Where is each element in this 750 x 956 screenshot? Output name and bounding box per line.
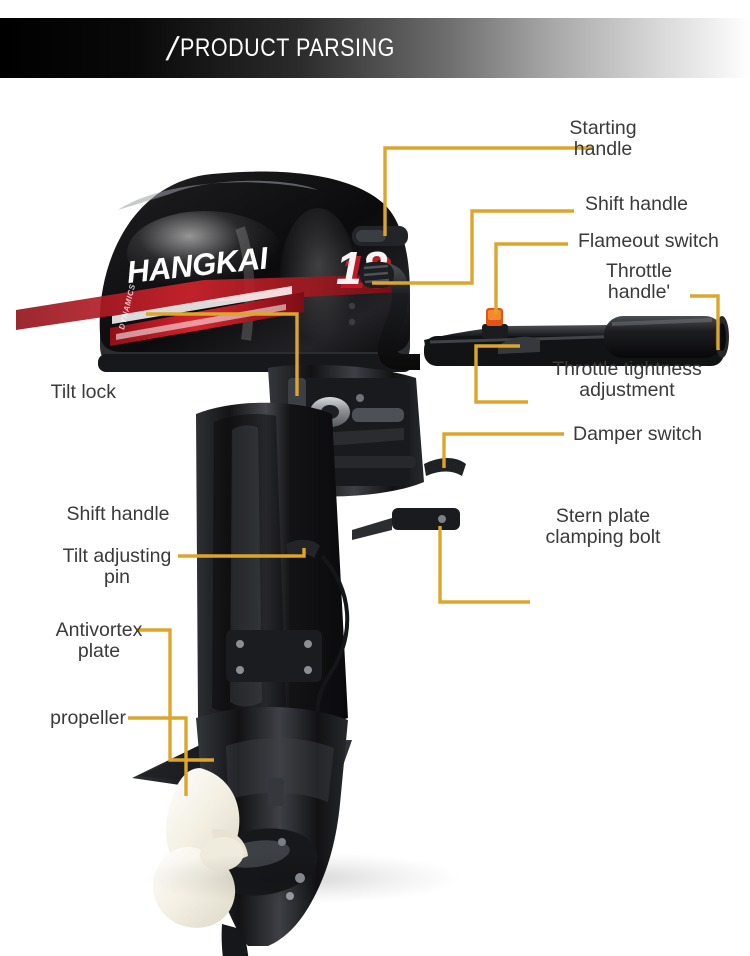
banner-title-group: / PRODUCT PARSING [164, 18, 430, 78]
callout-throttle-handle: Throttle handle' [605, 260, 673, 304]
callout-propeller: propeller [50, 707, 126, 729]
leader-stern-plate-bolt [438, 526, 530, 604]
leader-starting-handle [383, 146, 592, 236]
leader-tilt-lock [146, 312, 299, 396]
callout-antivortex-plate: Antivortex plate [55, 619, 143, 663]
throttle-grip [604, 316, 724, 358]
callout-starting-handle: Starting handle [569, 117, 637, 161]
leader-tilt-adjusting-pin [178, 548, 306, 558]
slash-accent-icon: / [164, 29, 182, 67]
callout-throttle-tightness: Throttle tightness adjustment [552, 358, 702, 402]
starting-handle-knob [352, 226, 408, 246]
shaft-access-plate [226, 630, 322, 682]
callout-leader-lines [128, 146, 720, 796]
callout-shift-handle-lower: Shift handle [66, 503, 170, 525]
product-diagram-stage: HANGKAI DYNAMICS 18 18 [0, 78, 750, 956]
callout-tilt-adjusting-pin: Tilt adjusting pin [62, 545, 172, 589]
outboard-motor-illustration: HANGKAI DYNAMICS 18 18 [16, 146, 729, 956]
leader-antivortex-plate [136, 628, 214, 762]
callout-flameout-switch: Flameout switch [578, 230, 719, 252]
page-title: PRODUCT PARSING [180, 33, 395, 62]
callout-damper-switch: Damper switch [573, 423, 702, 445]
callout-stern-plate-bolt: Stern plate clamping bolt [545, 505, 661, 549]
flameout-switch-button [482, 308, 508, 338]
leader-flameout-switch [494, 242, 568, 314]
leader-throttle-handle [690, 294, 720, 350]
water-intake-slot [268, 778, 284, 806]
leader-shift-handle-top [372, 209, 574, 285]
drive-shaft-housing [196, 402, 350, 748]
callout-tilt-lock: Tilt lock [50, 381, 116, 403]
page-header-banner: / PRODUCT PARSING [0, 18, 750, 78]
leader-damper-switch [442, 432, 564, 468]
leader-throttle-tightness [474, 344, 528, 404]
callout-shift-handle-top: Shift handle [585, 193, 688, 215]
leader-propeller [128, 716, 188, 796]
stern-plate-clamping-bolt [352, 508, 460, 540]
skeg [221, 924, 249, 956]
